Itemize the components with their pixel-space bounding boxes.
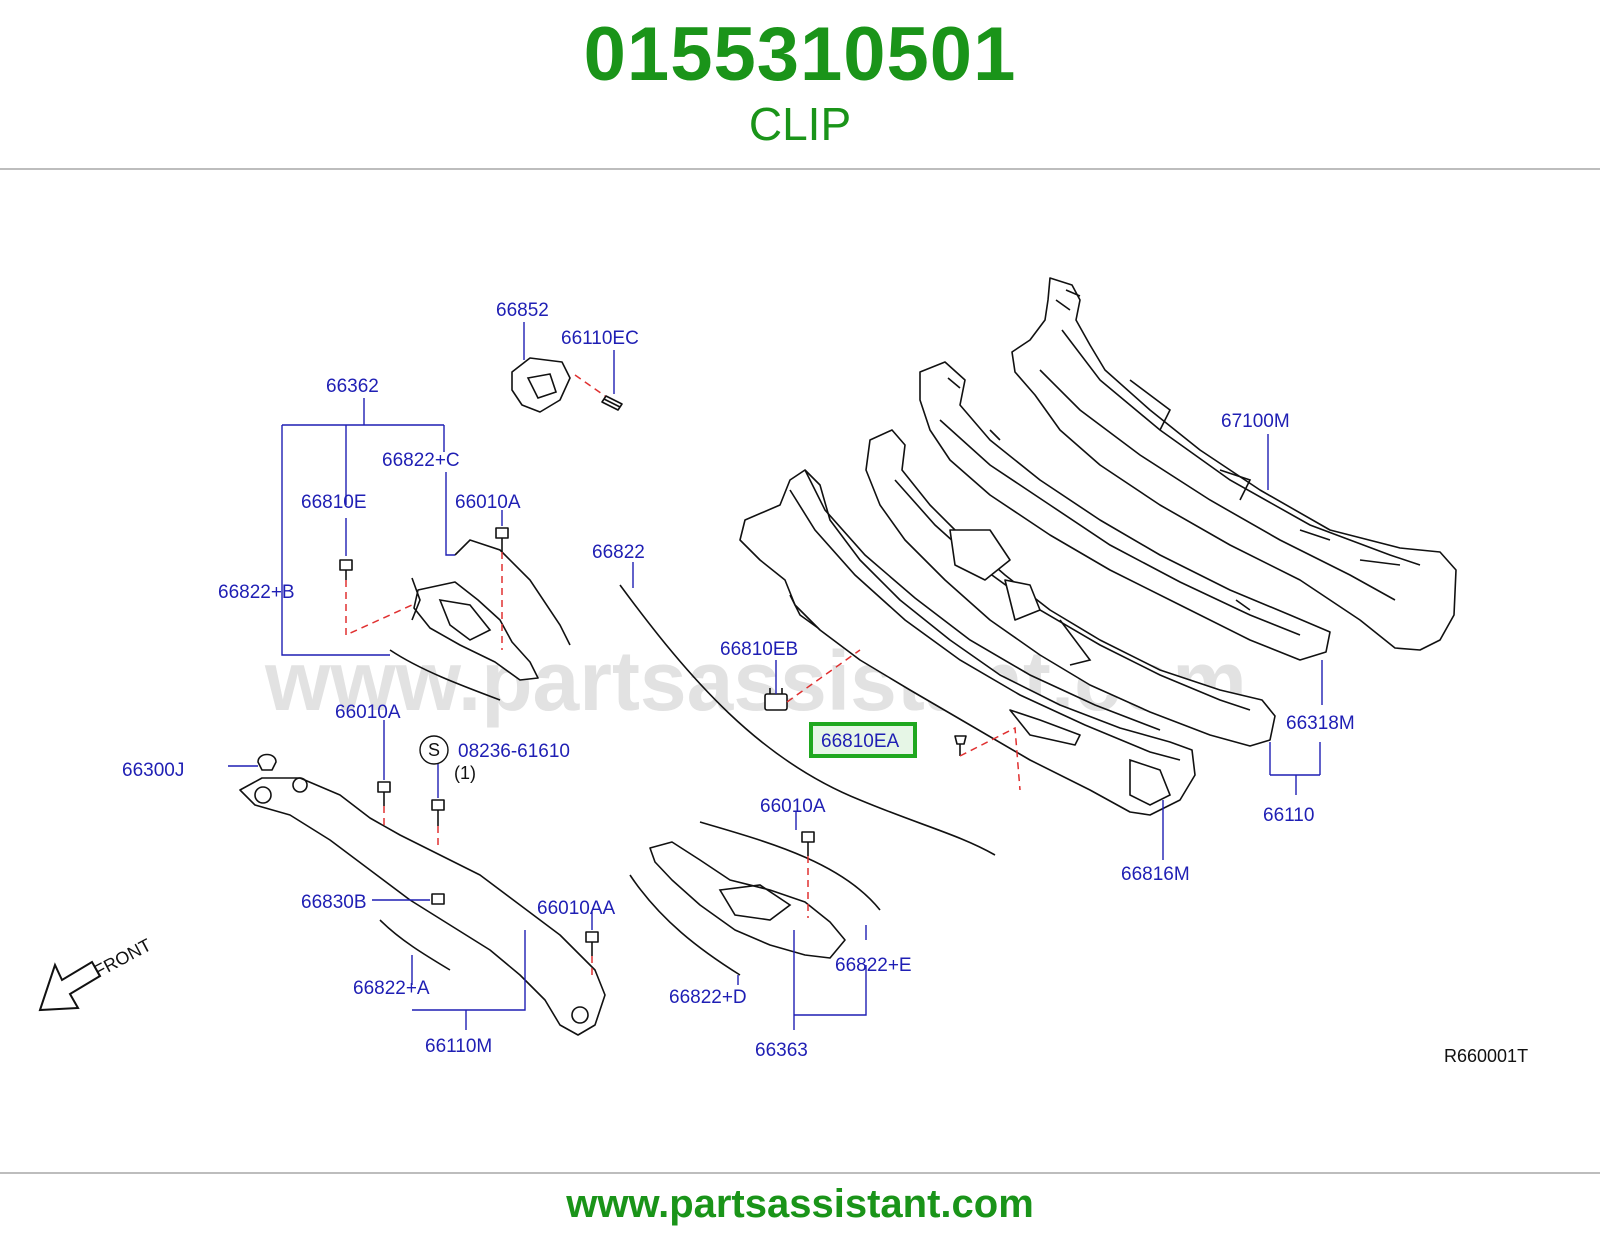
part-66318m-cowl-reinforcement[interactable] bbox=[919, 361, 1331, 661]
part-66363-hinge-bracket[interactable] bbox=[629, 821, 881, 976]
diagram-ref-code: R660001T bbox=[1444, 1046, 1528, 1066]
callout-66822e[interactable]: 66822+E bbox=[835, 955, 912, 976]
front-direction-indicator: FRONT bbox=[38, 935, 155, 1012]
callout-66852[interactable]: 66852 bbox=[496, 300, 549, 321]
part-66852-bracket[interactable] bbox=[511, 357, 571, 413]
callout-66010a-mid[interactable]: 66010A bbox=[335, 702, 401, 723]
footer-divider bbox=[0, 1172, 1600, 1174]
part-66816m-cowl-top-front[interactable] bbox=[739, 469, 1196, 816]
callout-66010a-upper[interactable]: 66010A bbox=[455, 492, 521, 513]
part-66010aa-bolt[interactable] bbox=[585, 931, 599, 956]
callout-66110[interactable]: 66110 bbox=[1263, 805, 1314, 826]
part-66010a-bolt-upper[interactable] bbox=[495, 527, 509, 552]
callout-66810e[interactable]: 66810E bbox=[301, 492, 367, 513]
part-66822-weatherstrip[interactable] bbox=[619, 584, 996, 856]
standard-part-s-label: S bbox=[428, 740, 440, 760]
part-66810ea-clip[interactable] bbox=[954, 735, 967, 756]
part-67100m-cowl-panel[interactable] bbox=[1011, 277, 1457, 651]
callout-66810ea[interactable]: 66810EA bbox=[821, 731, 900, 752]
part-66362-hinge-bracket[interactable] bbox=[389, 539, 571, 701]
assembly-dashed-lines bbox=[345, 374, 1021, 975]
standard-part-s-icon bbox=[419, 735, 449, 765]
part-66110-cowl-top[interactable] bbox=[865, 429, 1276, 747]
part-number: 0155310501 bbox=[583, 12, 1017, 97]
callout-66010aa[interactable]: 66010AA bbox=[537, 898, 616, 919]
callout-08236-61610[interactable]: S 08236-61610 (1) bbox=[419, 735, 570, 783]
part-66010a-bolt-lower[interactable] bbox=[801, 831, 815, 856]
part-66822a-seal[interactable] bbox=[379, 919, 451, 971]
part-66300j-clip[interactable] bbox=[257, 753, 277, 771]
page-header: 0155310501 CLIP bbox=[0, 0, 1600, 170]
part-08236-61610-screw[interactable] bbox=[431, 799, 445, 826]
part-66830b-nut[interactable] bbox=[431, 893, 445, 905]
part-name: CLIP bbox=[748, 98, 852, 150]
callout-66362[interactable]: 66362 bbox=[326, 376, 379, 397]
part-66010a-bolt-mid[interactable] bbox=[377, 781, 391, 806]
callout-66816m[interactable]: 66816M bbox=[1121, 864, 1190, 885]
callout-66822a[interactable]: 66822+A bbox=[353, 978, 430, 999]
callout-66363[interactable]: 66363 bbox=[755, 1040, 808, 1061]
callout-66010a-lower[interactable]: 66010A bbox=[760, 796, 826, 817]
callout-66810eb[interactable]: 66810EB bbox=[720, 639, 798, 660]
highlight-box bbox=[809, 722, 917, 758]
callout-66822[interactable]: 66822 bbox=[592, 542, 645, 563]
callout-66318m[interactable]: 66318M bbox=[1286, 713, 1355, 734]
header-divider bbox=[0, 168, 1600, 170]
callout-66822c[interactable]: 66822+C bbox=[382, 450, 460, 471]
part-66110m-cowl-member[interactable] bbox=[239, 777, 606, 1036]
callout-66300j[interactable]: 66300J bbox=[122, 760, 184, 781]
callout-66822b[interactable]: 66822+B bbox=[218, 582, 295, 603]
front-label: FRONT bbox=[90, 935, 154, 982]
callout-08236-61610-text: 08236-61610 bbox=[458, 741, 570, 762]
part-66110ec-bolt[interactable] bbox=[601, 395, 623, 411]
callout-66822d[interactable]: 66822+D bbox=[669, 987, 747, 1008]
callout-08236-qty: (1) bbox=[454, 763, 476, 783]
front-arrow-icon bbox=[38, 960, 102, 1012]
callout-66830b[interactable]: 66830B bbox=[301, 892, 367, 913]
callout-67100m[interactable]: 67100M bbox=[1221, 411, 1290, 432]
callout-66110ec[interactable]: 66110EC bbox=[561, 328, 639, 349]
footer-url[interactable]: www.partsassistant.com bbox=[566, 1182, 1034, 1226]
callout-leaders bbox=[228, 322, 1323, 1030]
callout-66110m[interactable]: 66110M bbox=[425, 1036, 492, 1057]
part-66810e-clip[interactable] bbox=[339, 559, 353, 580]
